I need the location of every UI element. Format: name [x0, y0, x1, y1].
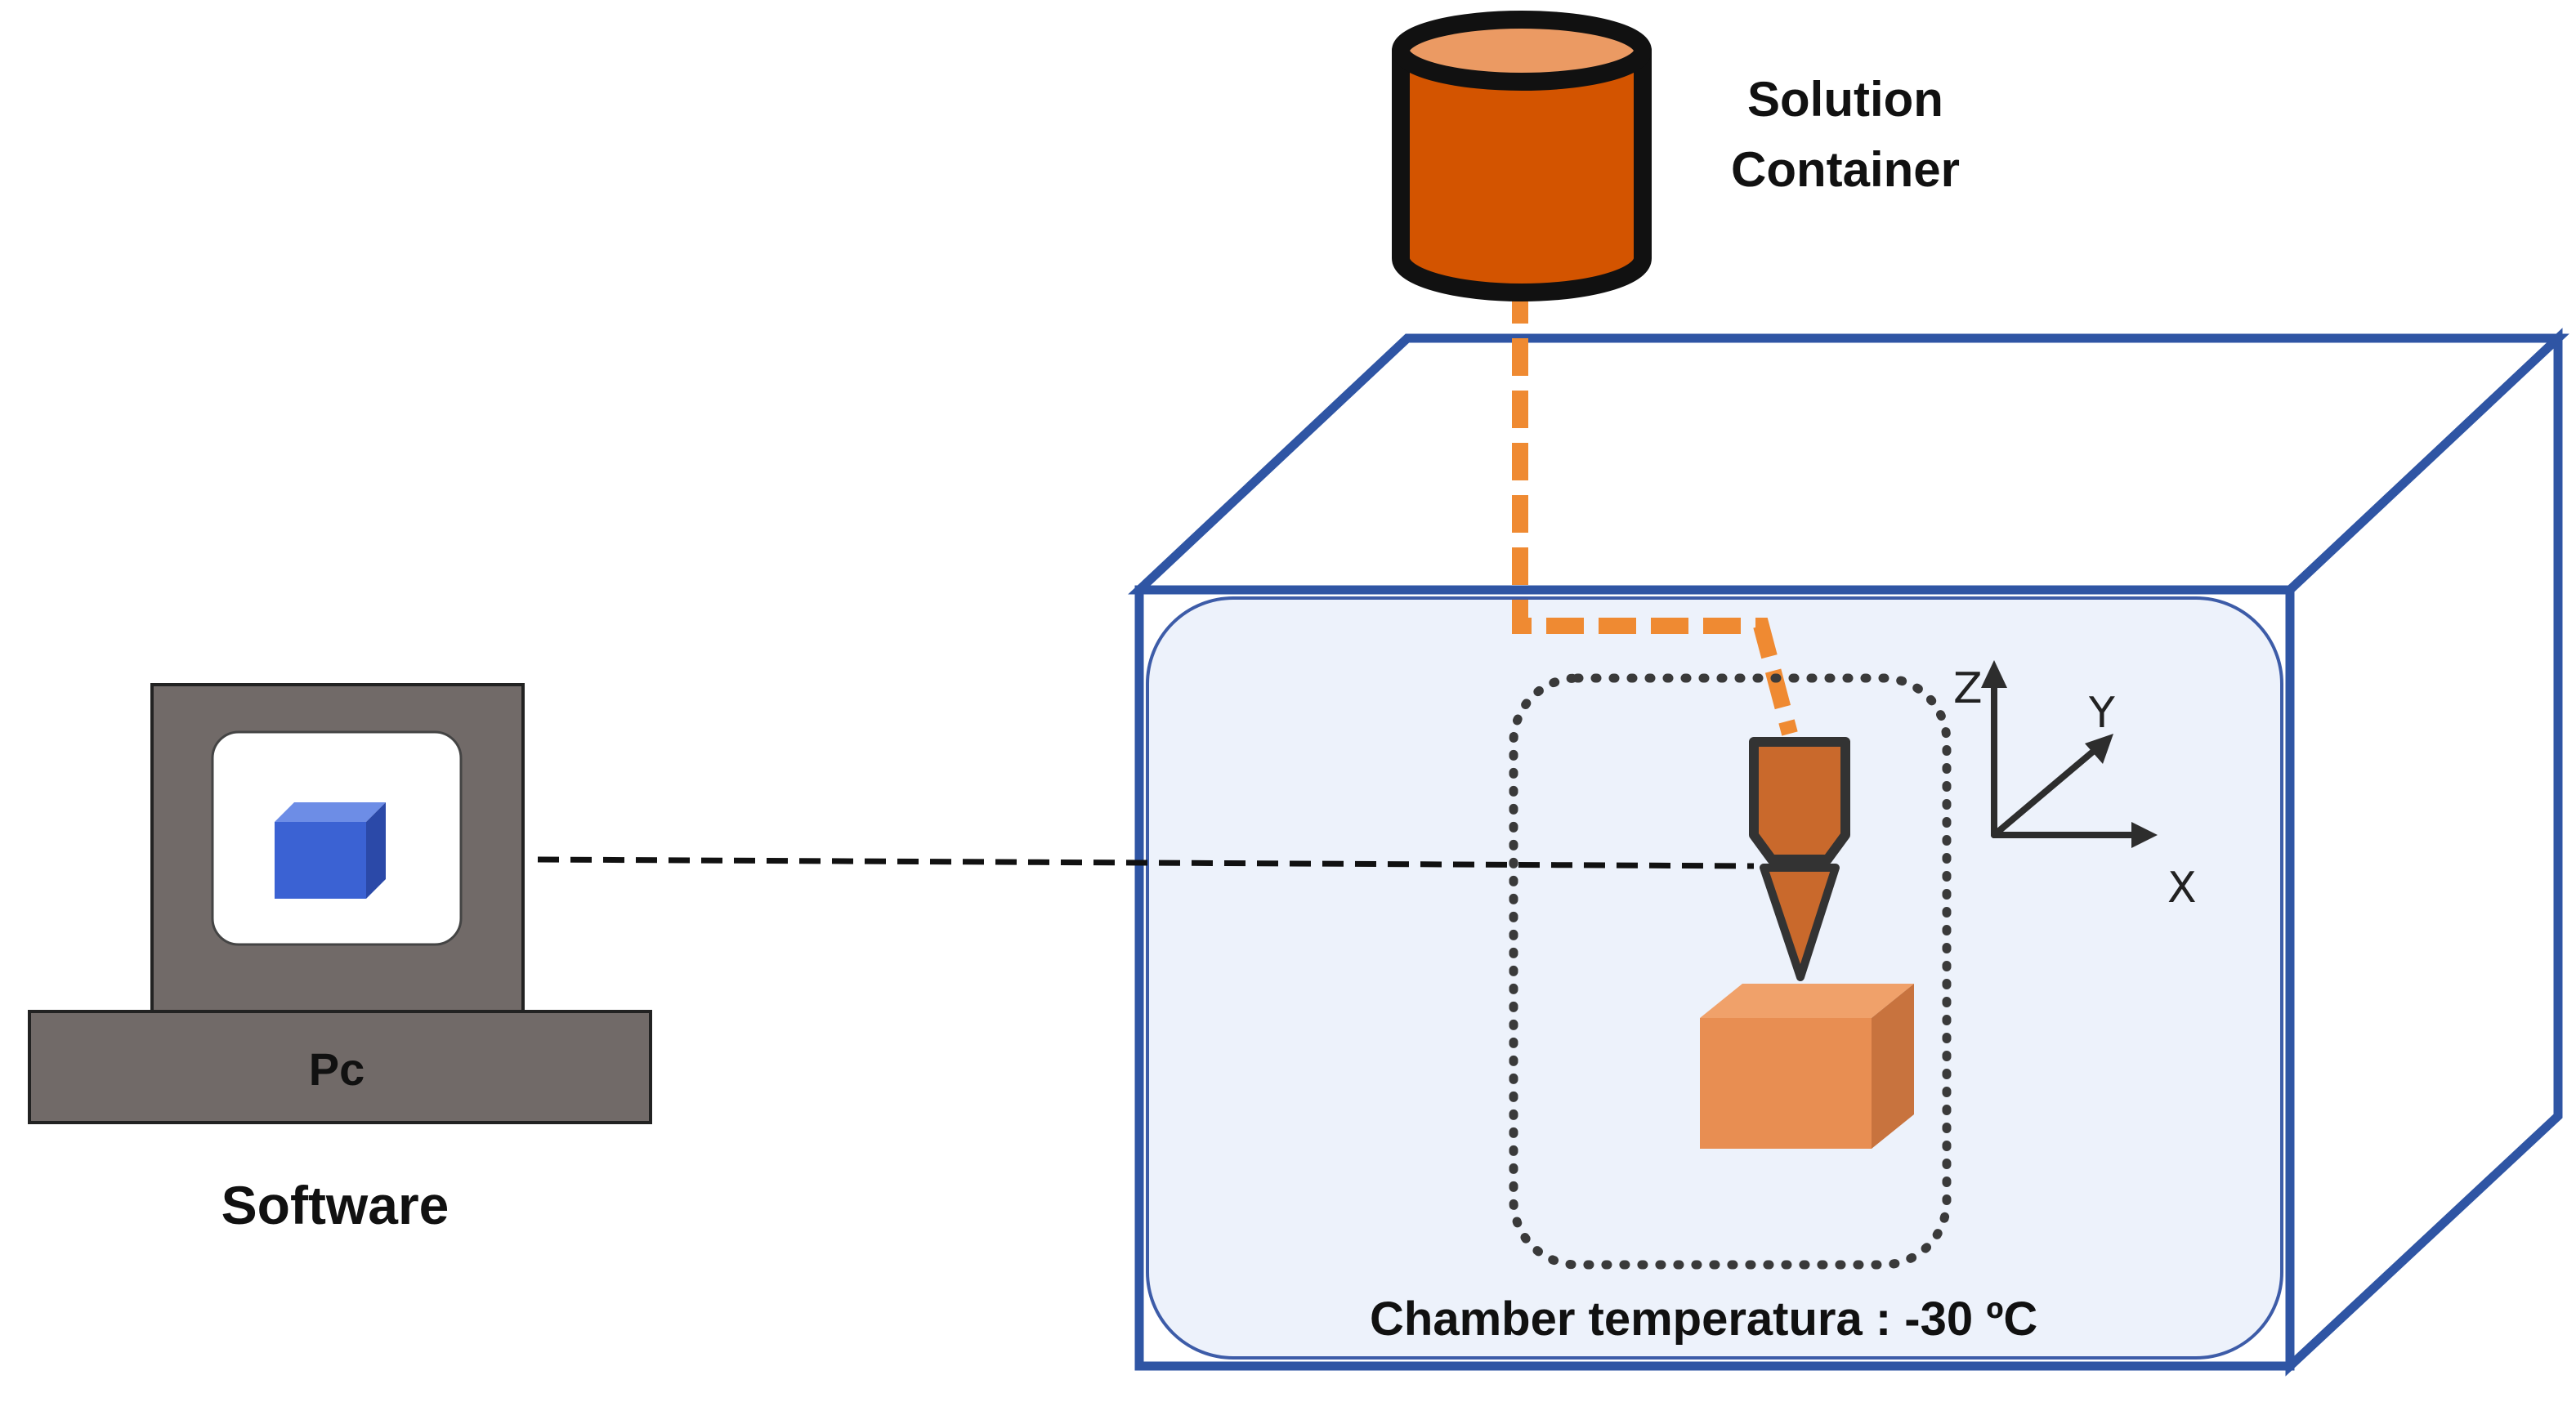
solution-container — [1392, 11, 1652, 301]
nozzle-body — [1749, 737, 1850, 864]
printing-chamber — [1128, 328, 2569, 1377]
axis-label-z: Z — [1953, 664, 1983, 713]
control-signal-line — [537, 856, 1755, 869]
solution-container-label-line2: Container — [1731, 142, 1960, 197]
container-body — [1392, 42, 1652, 301]
block-front-face — [1700, 1018, 1872, 1149]
software-label: Software — [221, 1175, 449, 1235]
software-cube-icon — [275, 802, 386, 899]
printing-zone-outline — [1509, 673, 1952, 1270]
axis-label-y: Y — [2088, 689, 2115, 738]
pc-computer — [28, 683, 652, 1124]
pc-base — [28, 1010, 652, 1124]
xyz-axes — [1991, 675, 2143, 838]
print-nozzle — [1749, 737, 1850, 981]
block-top-face — [1700, 984, 1914, 1018]
x-axis-arrowhead — [2131, 822, 2158, 848]
axis-label-x: X — [2167, 864, 2197, 913]
chamber-temperature-label: Chamber temperatura : -30 ºC — [1370, 1293, 2037, 1346]
chamber-interior-panel — [1146, 596, 2283, 1360]
nozzle-tip — [1760, 864, 1840, 981]
y-axis-line — [1991, 743, 2102, 838]
z-axis-arrowhead — [1981, 660, 2007, 688]
container-top-ellipse — [1392, 11, 1652, 91]
printed-scaffold-block — [1700, 984, 1914, 1149]
pc-label: Pc — [309, 1043, 365, 1095]
solution-container-label-line1: Solution — [1747, 72, 1943, 127]
y-axis-arrowhead — [2085, 734, 2113, 764]
block-right-face — [1872, 984, 1914, 1149]
